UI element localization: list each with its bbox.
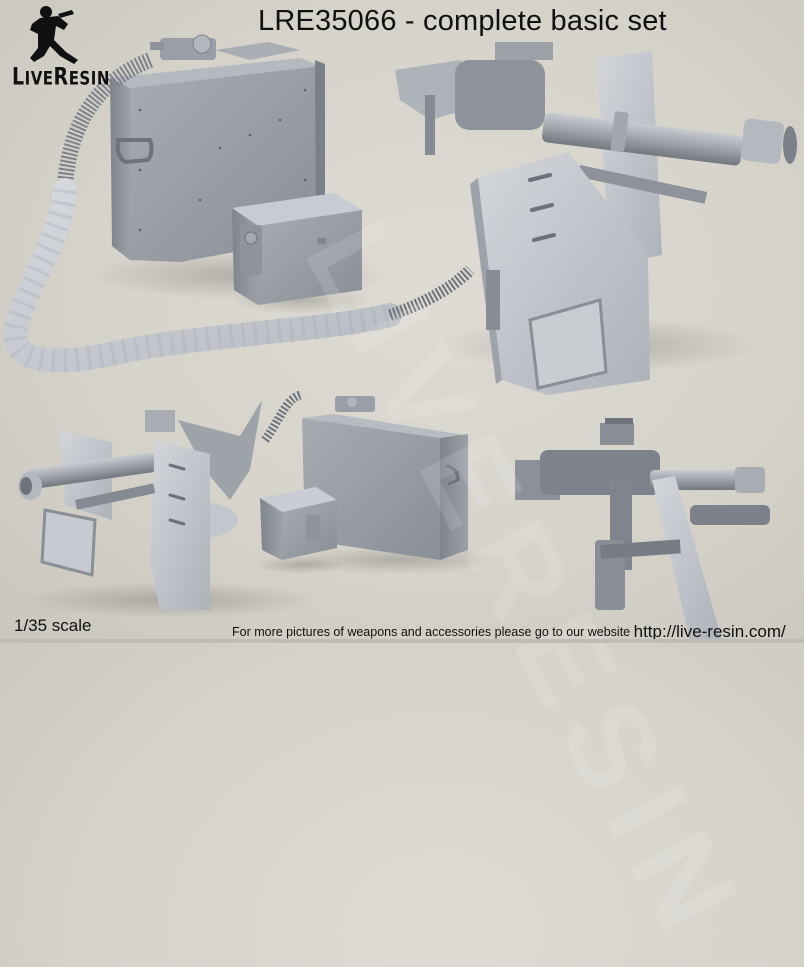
scale-label: 1/35 scale: [14, 616, 92, 635]
logo-letter-r: R: [53, 63, 69, 91]
minigun-with-shield-bottom-left: [18, 390, 320, 618]
flexible-feed-chute: [3, 52, 475, 373]
soldier-figure-icon: [30, 6, 78, 64]
minigun-with-shield-top: [395, 42, 797, 395]
bottom-strip: [0, 639, 804, 643]
logo-text-ive: IVE: [24, 66, 54, 90]
website-link[interactable]: http://live-resin.com/: [633, 622, 786, 641]
minigun-side-view: [515, 418, 770, 640]
footer-info: For more pictures of weapons and accesso…: [232, 621, 786, 641]
logo-letter-l: L: [12, 63, 25, 91]
small-box-bottom: [255, 487, 345, 574]
battery-box-top: [230, 193, 370, 314]
page-title: LRE35066 - complete basic set: [258, 5, 667, 37]
scene-illustration: [3, 34, 797, 640]
logo-brand: LIVERESIN: [12, 63, 110, 91]
footer-info-text: For more pictures of weapons and accesso…: [232, 625, 634, 639]
logo-text-esin: ESIN: [68, 66, 110, 90]
